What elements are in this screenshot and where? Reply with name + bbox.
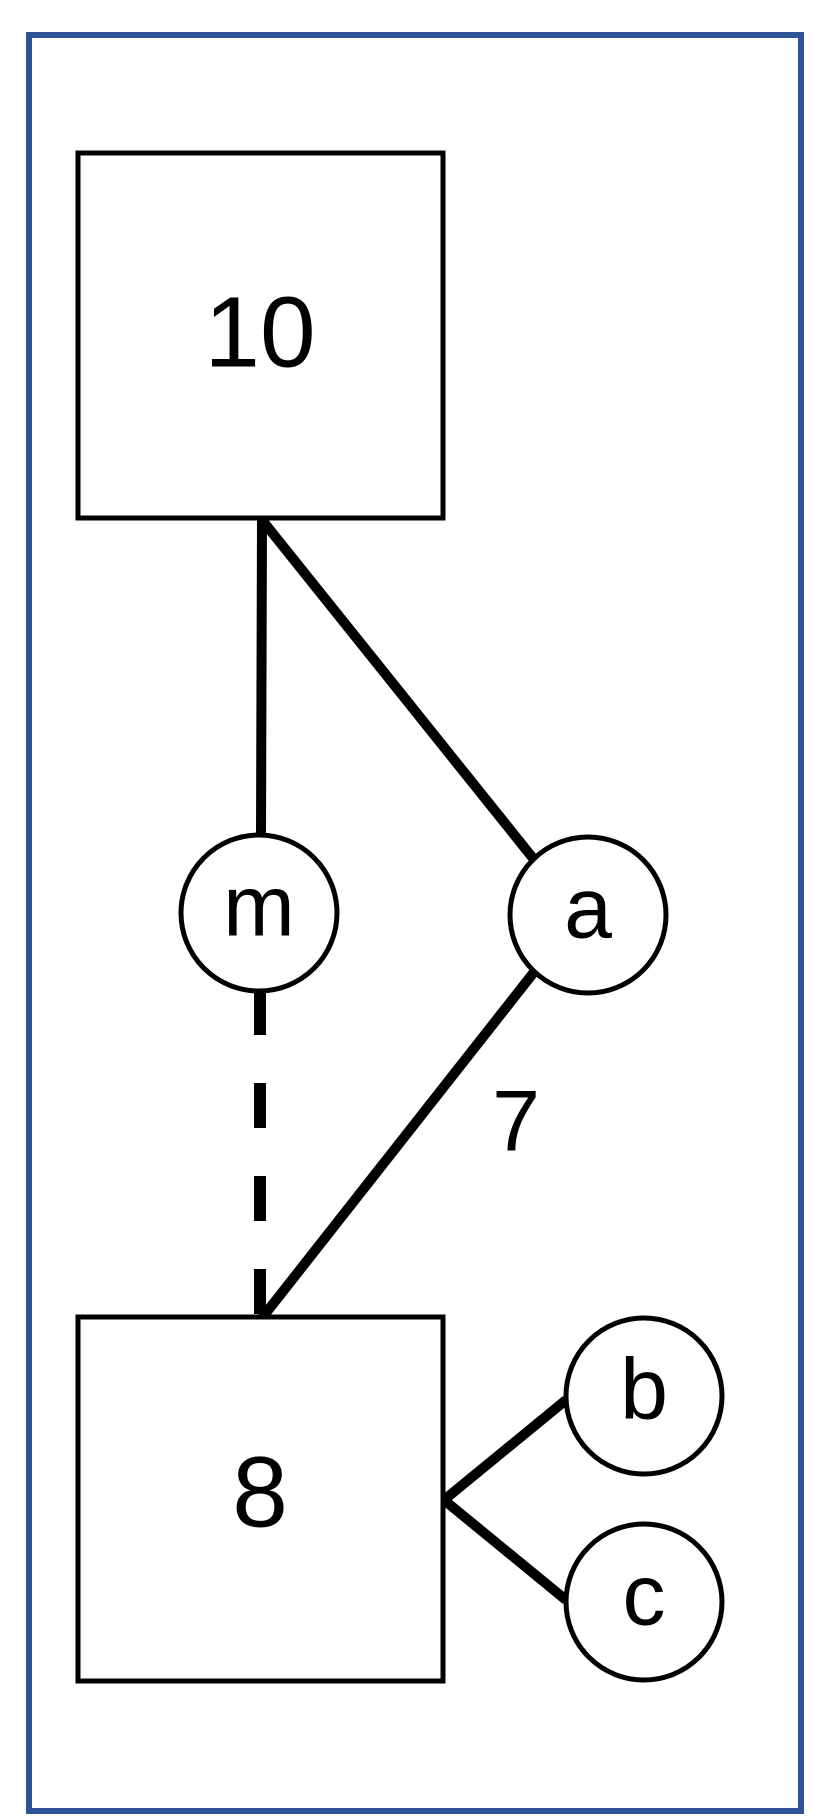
node-b-label: b [620,1342,668,1438]
node-a [507,834,669,996]
box-10-label: 10 [204,276,315,388]
box-8 [75,1314,446,1684]
outer-frame [26,32,804,1814]
edge-weight-label: 7 [492,1074,540,1170]
box-8-label: 8 [232,1436,288,1548]
node-b [563,1315,725,1477]
node-c [563,1521,725,1683]
edge-a-to-8 [258,963,542,1322]
box-10 [75,150,446,521]
edge-10-to-m [256,519,267,835]
edge-8-to-c [440,1496,570,1604]
edge-8-to-b [440,1396,570,1504]
node-a-label: a [564,861,612,957]
node-m [178,832,340,994]
node-c-label: c [623,1548,666,1644]
node-m-label: m [223,859,295,955]
edge-10-to-a [258,516,540,866]
